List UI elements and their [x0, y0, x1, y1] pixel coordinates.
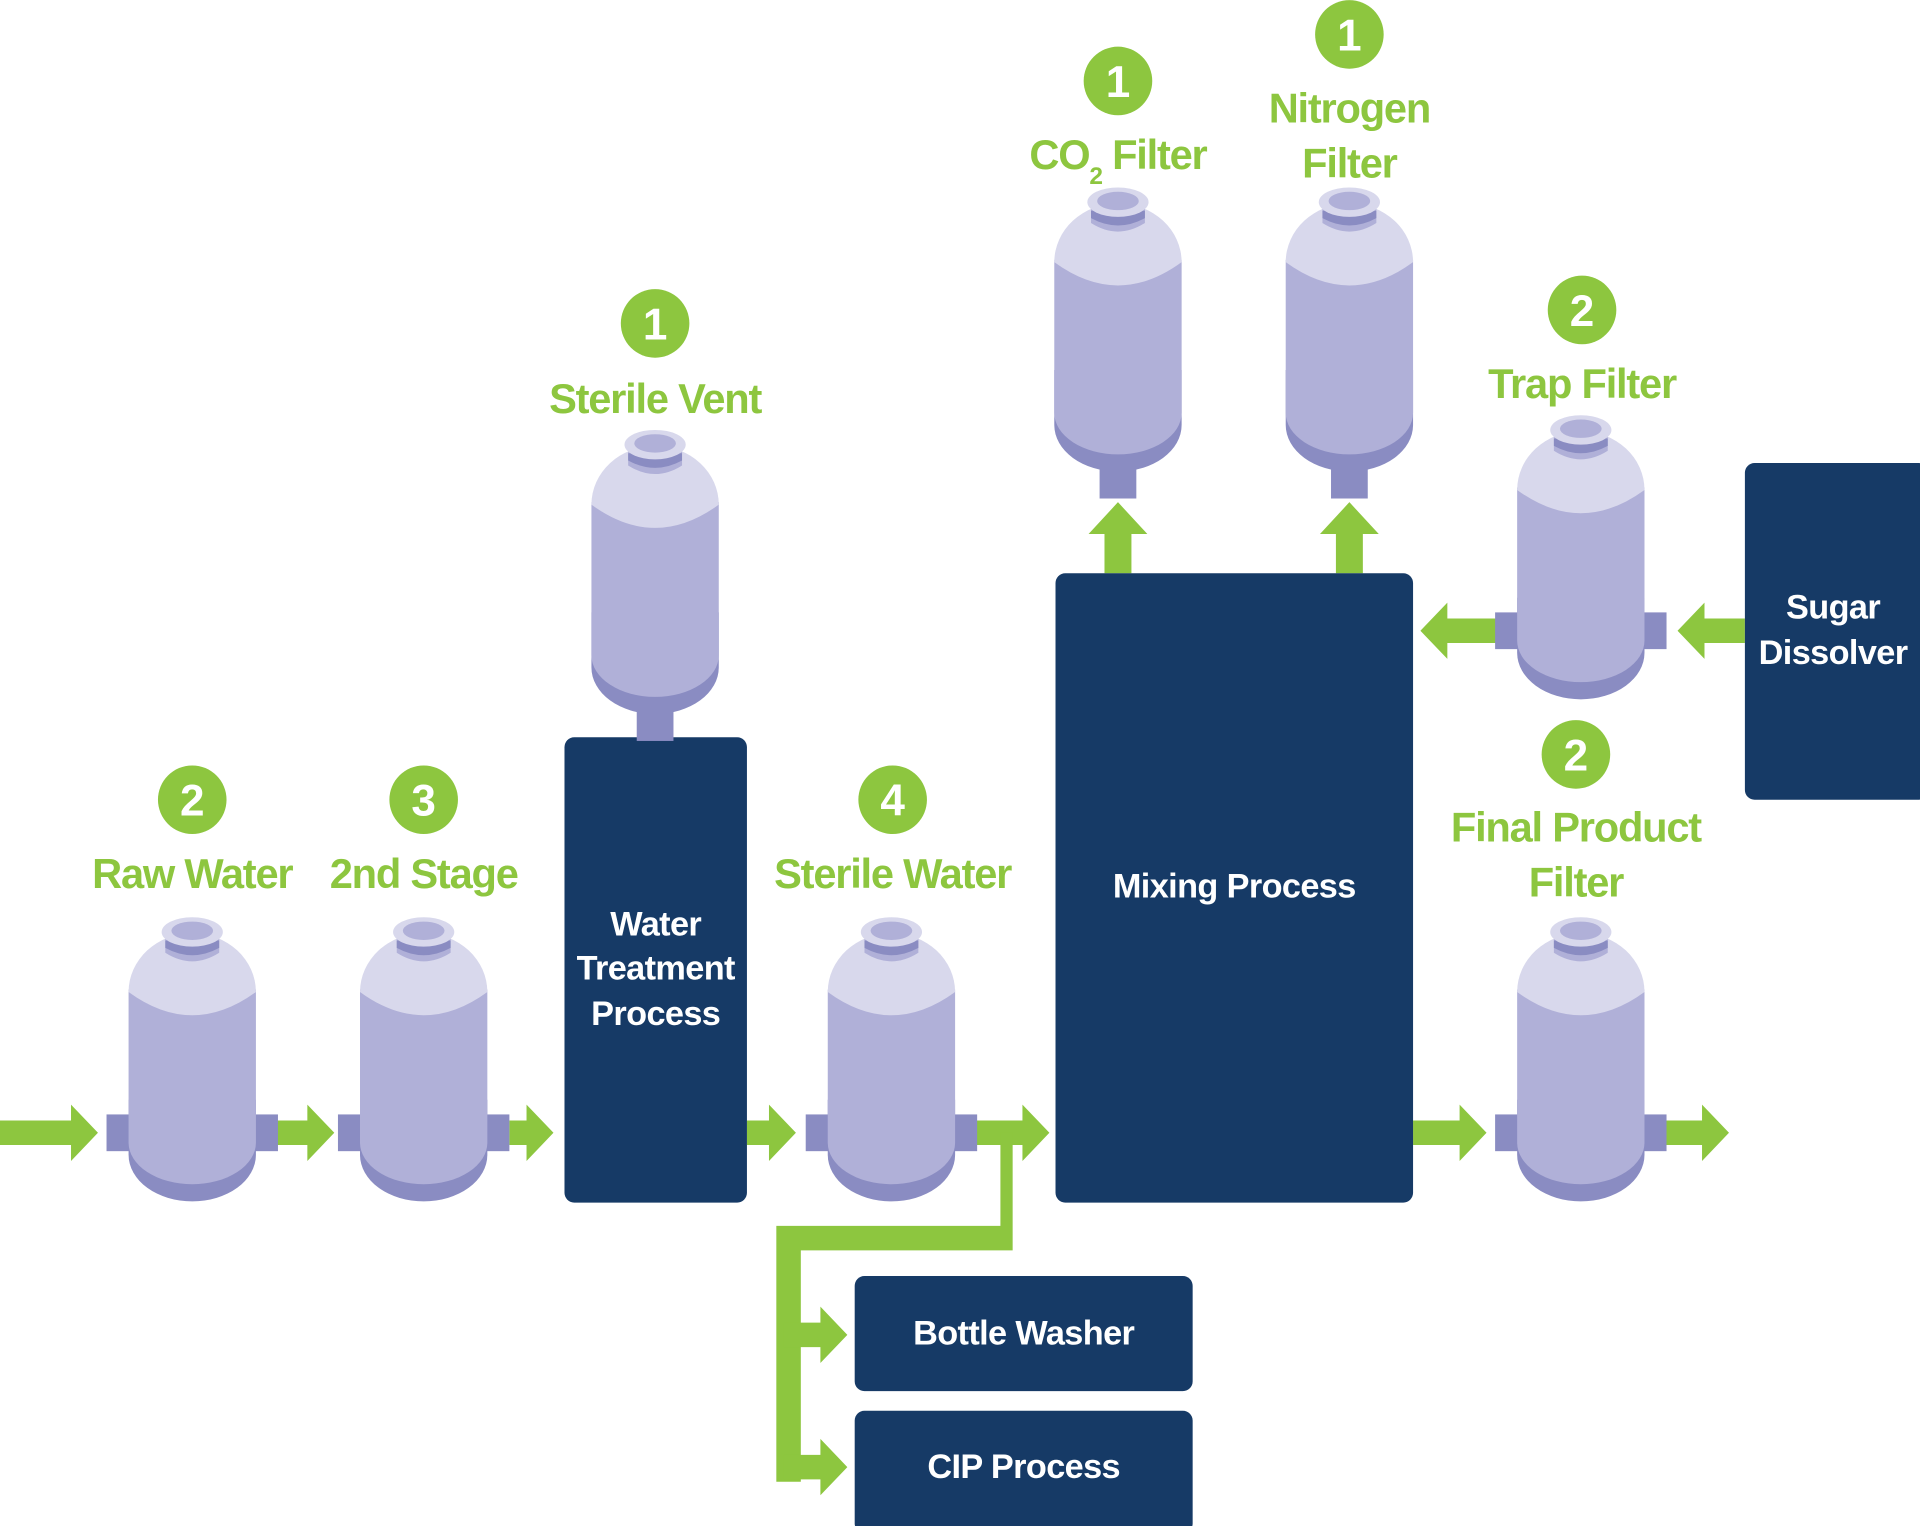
svg-text:1: 1: [1337, 11, 1362, 60]
svg-text:2: 2: [1564, 731, 1589, 780]
sugar-dissolver-label-1: Sugar: [1786, 589, 1880, 627]
nitrogen-label-1: Nitrogen: [1269, 85, 1430, 132]
water-treatment-process-box[interactable]: Water Treatment Process: [564, 737, 747, 1203]
badge-raw-water: 2: [157, 765, 227, 835]
arrow-right-icon: [0, 1104, 98, 1161]
cip-process-label: CIP Process: [927, 1448, 1120, 1486]
sterile-water-label: Sterile Water: [774, 850, 1012, 897]
trap-filter-vessel[interactable]: [1495, 415, 1667, 700]
arrow-right-icon: [1413, 1104, 1487, 1161]
final-product-label-2: Filter: [1529, 858, 1624, 905]
final-product-label-1: Final Product: [1451, 803, 1702, 850]
raw-water-filter-vessel[interactable]: [106, 917, 278, 1202]
cip-process-box[interactable]: CIP Process: [854, 1410, 1193, 1526]
arrow-right-icon: [509, 1104, 554, 1161]
arrow-right-icon: [783, 1306, 848, 1363]
svg-text:2: 2: [1570, 287, 1595, 336]
bottle-washer-box[interactable]: Bottle Washer: [854, 1276, 1193, 1392]
second-stage-filter-vessel[interactable]: [337, 917, 510, 1202]
bottle-washer-label: Bottle Washer: [913, 1315, 1134, 1353]
arrow-right-icon: [276, 1104, 335, 1161]
sterile-vent-label: Sterile Vent: [549, 375, 762, 422]
arrow-right-icon: [783, 1438, 848, 1496]
badge-trap: 2: [1547, 275, 1617, 345]
svg-text:3: 3: [411, 777, 436, 826]
water-treatment-label-1: Water: [610, 906, 701, 944]
svg-text:4: 4: [880, 777, 905, 826]
badge-sterile-water: 4: [858, 765, 927, 835]
badge-final-product: 2: [1541, 720, 1611, 789]
final-product-filter-vessel[interactable]: [1495, 917, 1667, 1202]
nitrogen-label-2: Filter: [1302, 140, 1397, 187]
arrow-up-icon: [1088, 502, 1148, 574]
arrow-left-icon: [1420, 602, 1497, 659]
second-stage-label: 2nd Stage: [330, 850, 518, 897]
arrow-right-icon: [1665, 1104, 1729, 1161]
arrow-right-icon: [746, 1104, 796, 1161]
mixing-process-box[interactable]: Mixing Process: [1055, 573, 1414, 1203]
raw-water-label: Raw Water: [92, 850, 293, 897]
arrow-up-icon: [1320, 502, 1379, 574]
badge-co2: 1: [1083, 46, 1153, 116]
co2-filter-label: CO2 Filter: [1029, 131, 1207, 190]
sterile-vent-filter-vessel[interactable]: [591, 429, 719, 741]
co2-filter-vessel[interactable]: [1054, 187, 1182, 499]
mixing-process-label: Mixing Process: [1113, 868, 1356, 906]
branch-pipe: [776, 1132, 1013, 1482]
nitrogen-filter-vessel[interactable]: [1285, 187, 1414, 499]
badge-nitrogen: 1: [1315, 0, 1384, 69]
badge-second-stage: 3: [389, 765, 458, 835]
sugar-dissolver-box[interactable]: Sugar Dissolver: [1744, 463, 1920, 800]
svg-text:2: 2: [180, 777, 205, 826]
svg-text:1: 1: [643, 300, 668, 349]
flow-arrows: [0, 502, 1745, 1496]
trap-filter-label: Trap Filter: [1488, 360, 1677, 407]
badge-sterile-vent: 1: [620, 289, 690, 358]
water-treatment-label-3: Process: [591, 995, 720, 1033]
svg-text:1: 1: [1106, 58, 1131, 107]
sugar-dissolver-label-2: Dissolver: [1759, 634, 1908, 672]
water-treatment-label-2: Treatment: [577, 950, 735, 988]
sterile-water-filter-vessel[interactable]: [805, 917, 978, 1202]
arrow-left-icon: [1677, 602, 1745, 659]
